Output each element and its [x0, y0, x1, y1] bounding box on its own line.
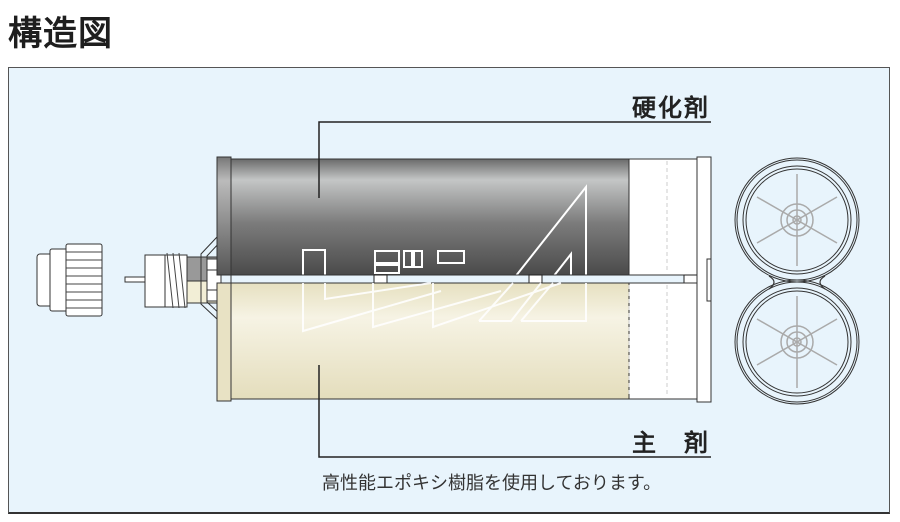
structure-diagram [36, 121, 860, 458]
cartridge-main [216, 282, 698, 402]
nozzle-cap [36, 243, 103, 317]
cartridge-separator [230, 274, 706, 284]
leader-lines [318, 121, 711, 458]
main-agent-label: 主 剤 [632, 429, 710, 457]
page-title: 構造図 [8, 14, 113, 54]
resin-note: 高性能エポキシ樹脂を使用しております。 [322, 473, 662, 494]
hardener-label: 硬化剤 [632, 94, 710, 122]
nozzle-mount [124, 236, 222, 320]
diagram-panel: 硬化剤 主 剤 高性能エポキシ樹脂を使用しております。 [8, 67, 890, 514]
end-view [734, 157, 860, 405]
cartridge-hardener [216, 156, 698, 278]
